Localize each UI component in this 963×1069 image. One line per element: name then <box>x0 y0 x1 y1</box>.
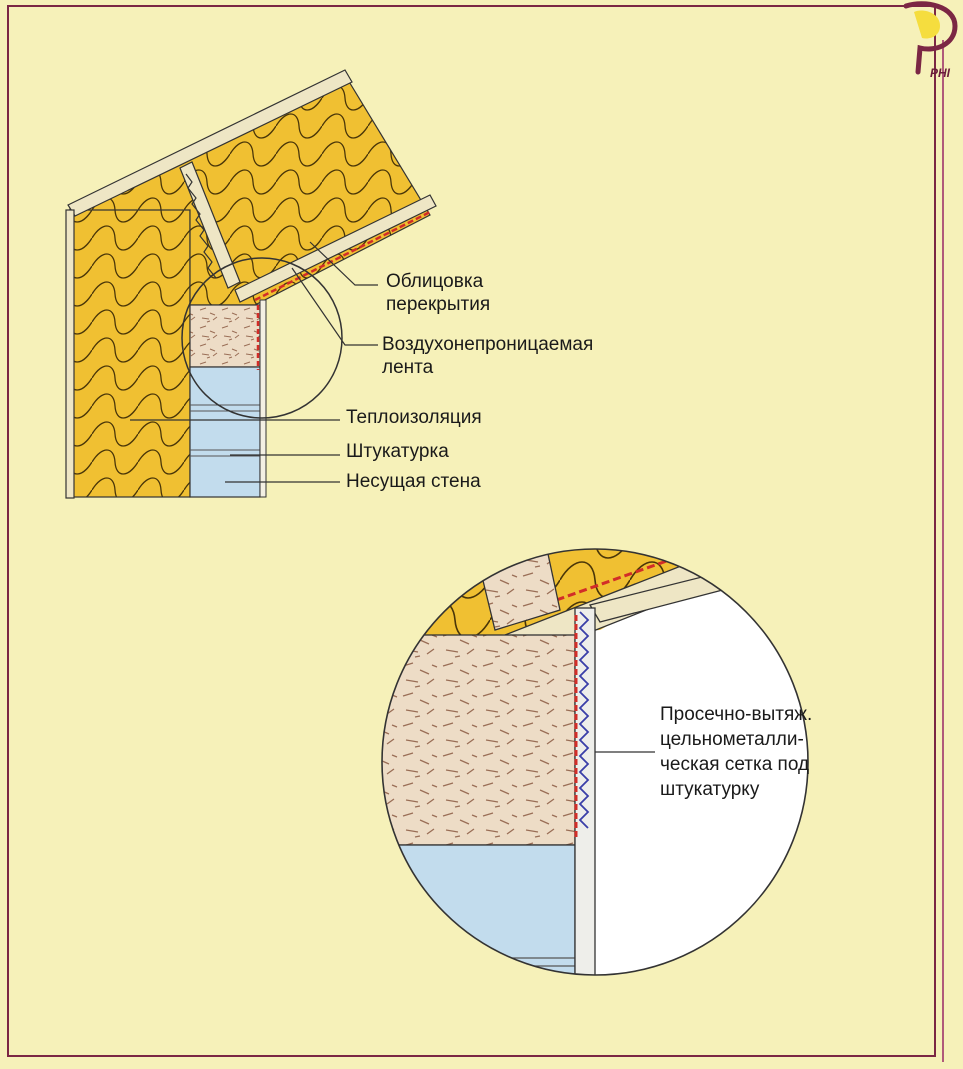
rafter-beam <box>179 161 241 289</box>
ceiling-cladding <box>234 194 437 303</box>
wall-insulation <box>69 206 191 498</box>
label-ceiling-cladding-line1: Облицовка <box>386 271 484 292</box>
plaster-layer <box>259 299 267 498</box>
label-mesh-line4: штукатурку <box>660 779 760 800</box>
wall-board <box>65 209 75 499</box>
leader-lines <box>130 241 378 483</box>
main-section <box>65 69 437 499</box>
label-airtight-tape-line1: Воздухонепроницаемая <box>382 334 594 355</box>
label-ceiling-cladding-line2: перекрытия <box>386 294 491 315</box>
label-airtight-tape-line2: лента <box>382 357 434 378</box>
label-load-bearing-wall: Несущая стена <box>346 471 481 492</box>
detail-callout-circle <box>181 257 343 419</box>
detail-metal-mesh <box>578 611 590 829</box>
label-mesh-line1: Просечно-вытяж. <box>660 704 813 725</box>
logo-text: PHI <box>930 66 951 80</box>
airtight-tape-slope <box>254 210 431 302</box>
load-bearing-wall <box>189 366 261 498</box>
label-plaster: Штукатурка <box>346 441 449 462</box>
phi-logo <box>903 1 958 75</box>
label-insulation: Теплоизоляция <box>346 407 482 428</box>
detail-top-plate <box>382 634 576 846</box>
detail-circle-border <box>381 548 809 976</box>
label-mesh-line3: ческая сетка под <box>660 754 810 775</box>
page-frame <box>7 5 936 1057</box>
label-mesh-line2: цельнометалли- <box>660 729 804 750</box>
top-plate <box>189 304 261 368</box>
